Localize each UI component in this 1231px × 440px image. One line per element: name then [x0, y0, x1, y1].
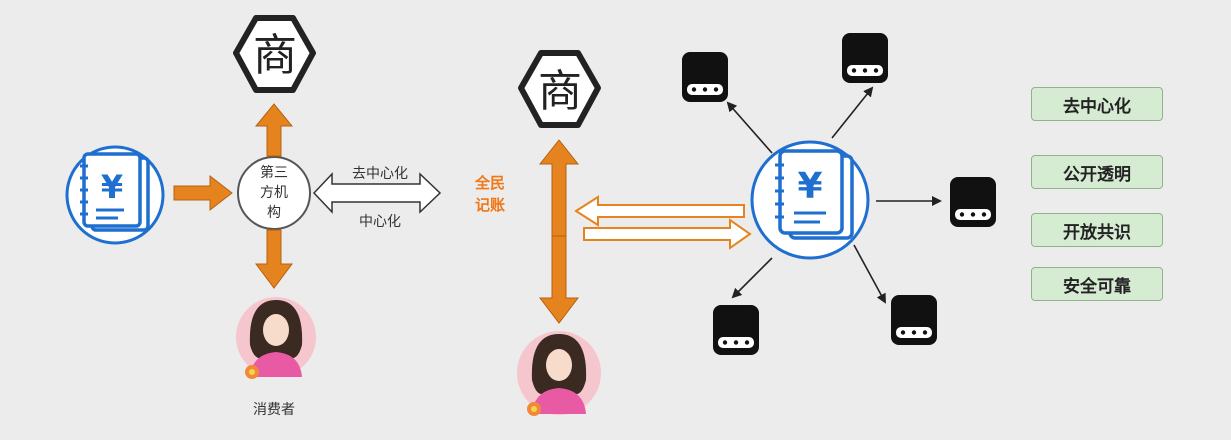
ledger-book-icon-central: ¥	[750, 140, 870, 260]
centralization-double-arrow	[312, 172, 442, 214]
arrow-from-ledger	[574, 195, 745, 227]
institution-label-line-3: 构	[267, 205, 281, 221]
institution-label-line-2: 方机	[260, 185, 288, 201]
centralized-label: 中心化	[359, 214, 401, 230]
server-node-icon-top-right	[842, 33, 888, 83]
server-node-icon-bottom-right	[891, 295, 937, 345]
ledger-book-icon-left: ¥	[65, 145, 165, 245]
arrow-to-merchant-left	[254, 103, 294, 157]
arrow-to-institution	[173, 174, 233, 212]
server-node-icon-right	[950, 177, 996, 227]
third-party-institution-node: 第三 方机 构	[237, 156, 311, 230]
merchant-char-right: 商	[538, 66, 582, 117]
currency-symbol-left: ¥	[101, 168, 123, 206]
merchant-hexagon-icon-right: 商	[518, 50, 601, 128]
institution-label-line-1: 第三	[260, 164, 288, 181]
currency-symbol-central: ¥	[797, 166, 822, 207]
link-to-node-bottom-right	[853, 244, 886, 304]
link-to-node-top-right	[831, 86, 874, 139]
tag-transparent: 公开透明	[1031, 155, 1163, 189]
public-ledger-label-line-1: 全民	[474, 174, 505, 192]
consumer-avatar-icon-right	[517, 331, 601, 416]
merchant-char-left: 商	[253, 30, 297, 81]
arrow-to-consumer-left	[255, 229, 293, 289]
decentralized-label: 去中心化	[352, 166, 408, 182]
consumer-label: 消费者	[253, 402, 295, 418]
merchant-hexagon-icon-left: 商	[233, 15, 316, 93]
server-node-icon-top-left	[682, 52, 728, 102]
tag-secure-reliable: 安全可靠	[1031, 267, 1163, 301]
tag-open-consensus: 开放共识	[1031, 213, 1163, 247]
public-ledger-label-line-2: 记账	[475, 196, 505, 214]
arrow-to-ledger	[583, 218, 752, 250]
link-to-node-bottom-left	[731, 257, 773, 299]
server-node-icon-bottom-left	[713, 305, 759, 355]
vertical-orange-double-arrow	[538, 139, 580, 324]
consumer-avatar-icon-left	[236, 297, 316, 379]
link-to-node-top-left	[726, 101, 773, 154]
tag-decentralized: 去中心化	[1031, 87, 1163, 121]
